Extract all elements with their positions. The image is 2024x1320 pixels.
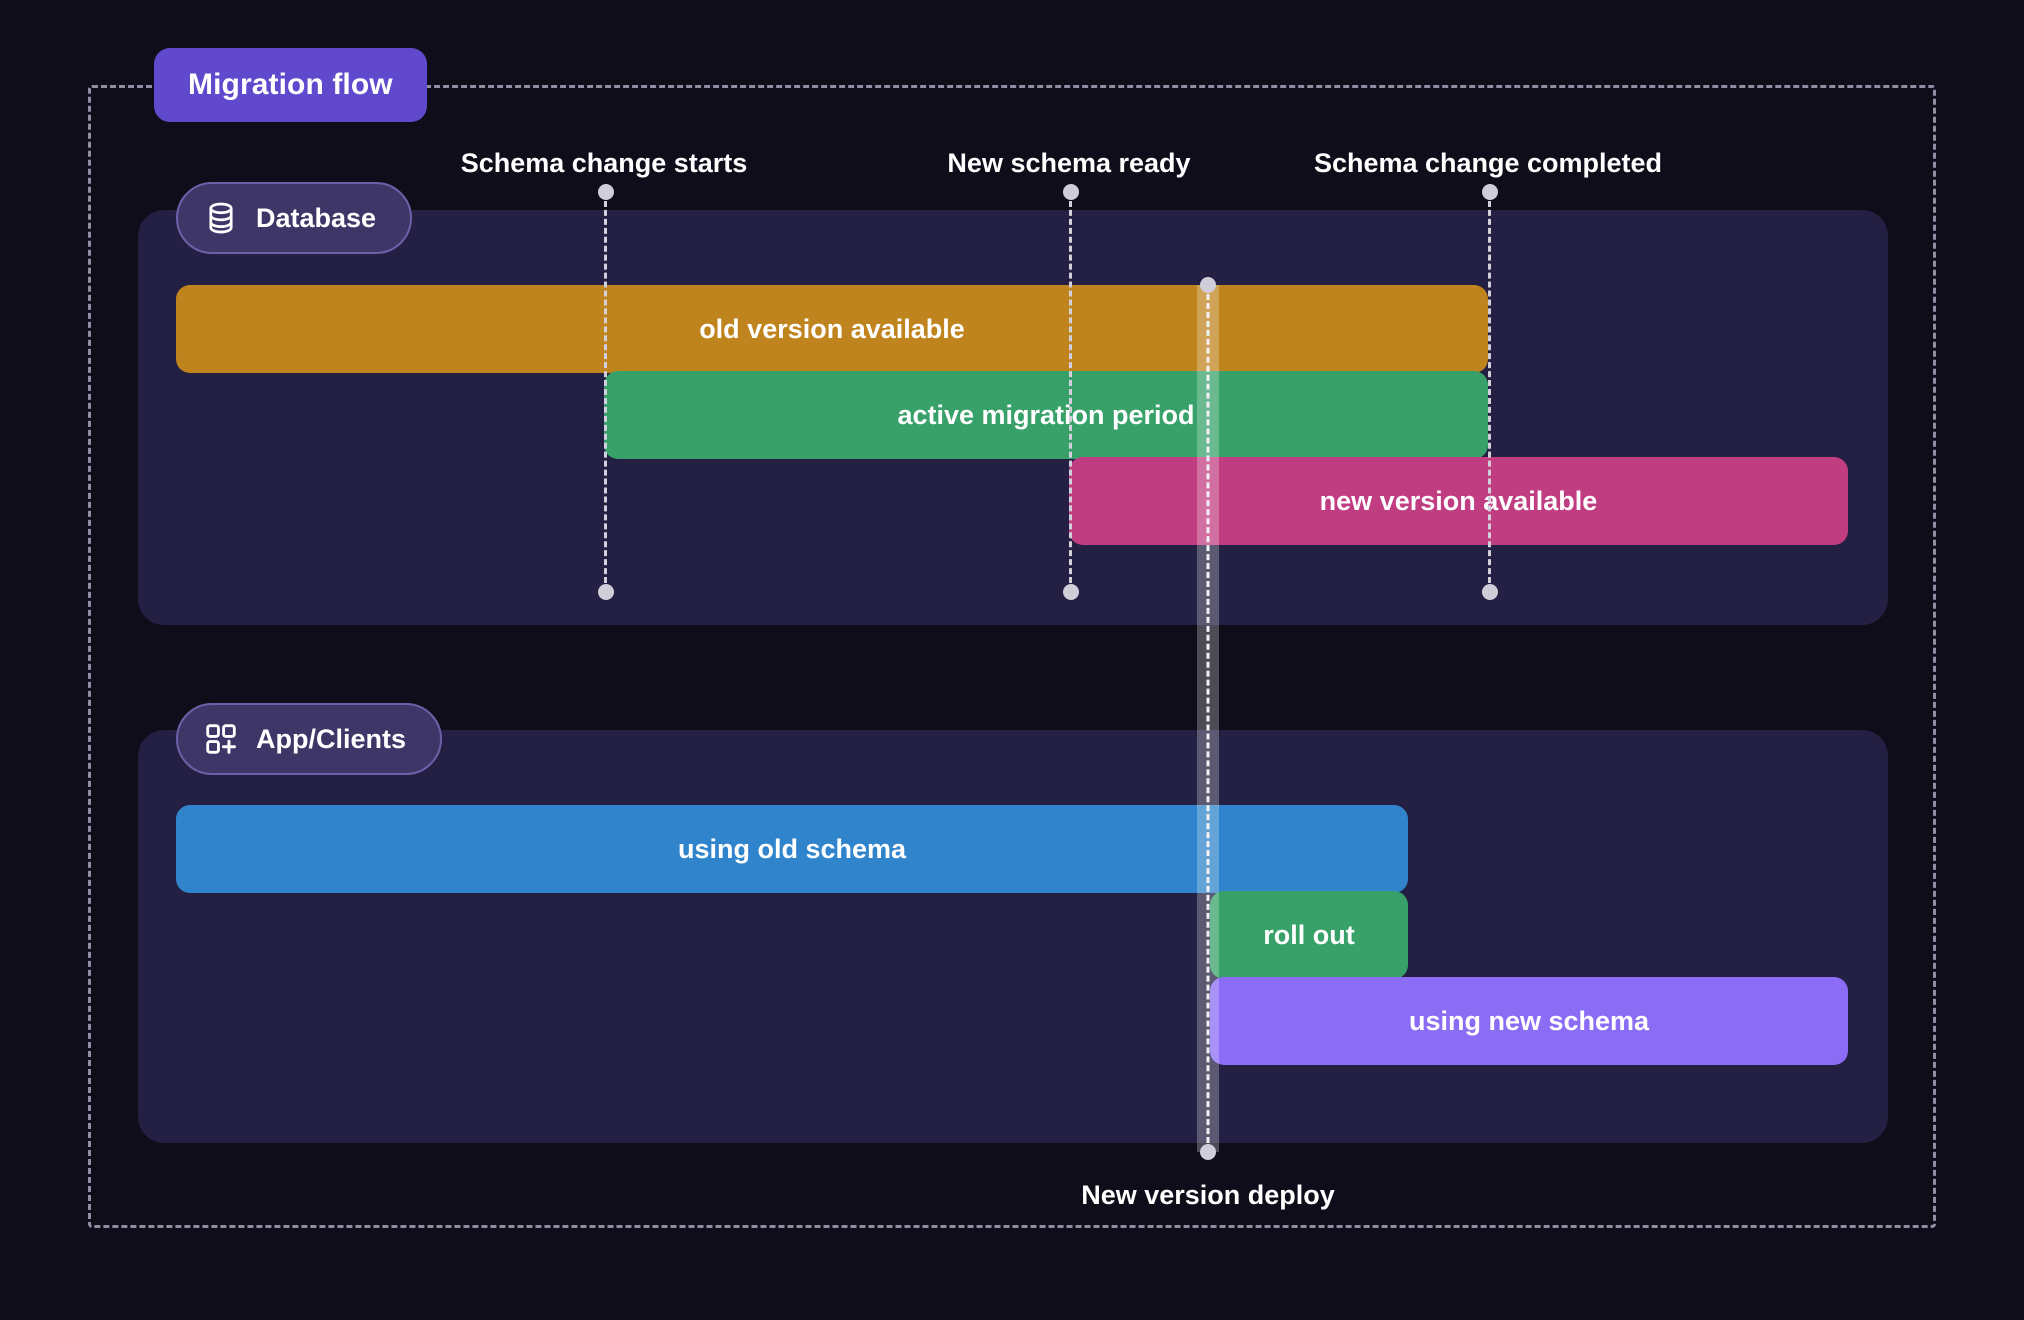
diagram-outer-frame — [88, 85, 1936, 1228]
timeline-bar-label: old version available — [699, 313, 965, 344]
deploy-marker-line — [1206, 285, 1210, 1152]
lane-badge-database: Database — [176, 182, 413, 254]
milestone-line — [1069, 192, 1072, 592]
lane-badge-clients: App/Clients — [176, 703, 443, 775]
timeline-bar: roll out — [1210, 891, 1408, 979]
milestone-line — [604, 192, 607, 592]
lane-panel-clients — [138, 730, 1888, 1143]
milestone-dot — [1481, 584, 1498, 600]
diagram-title-badge: Migration flow — [154, 48, 427, 122]
deploy-marker-label: New version deploy — [1081, 1180, 1335, 1210]
timeline-bar: active migration period — [604, 371, 1488, 459]
milestone-dot — [1481, 184, 1498, 200]
timeline-bar: using old schema — [176, 805, 1408, 893]
lane-badge-database-label: Database — [256, 202, 377, 233]
timeline-bar-label: new version available — [1319, 485, 1598, 516]
timeline-bar: using new schema — [1210, 977, 1848, 1065]
milestone-label: Schema change completed — [1313, 148, 1663, 178]
milestone-dot — [1062, 584, 1079, 600]
timeline-bar-label: using old schema — [677, 833, 907, 864]
timeline-bar-label: roll out — [1263, 919, 1355, 950]
milestone-dot — [597, 584, 614, 600]
lane-badge-clients-label: App/Clients — [256, 723, 407, 754]
diagram-title-text: Migration flow — [188, 68, 393, 101]
timeline-bar: new version available — [1069, 457, 1848, 545]
timeline-bar-label: active migration period — [897, 399, 1195, 430]
milestone-label: Schema change starts — [460, 148, 748, 178]
timeline-bar: old version available — [176, 285, 1488, 373]
milestone-dot — [1062, 184, 1079, 200]
milestone-label: New schema ready — [947, 148, 1191, 178]
milestone-dot — [597, 184, 614, 200]
deploy-marker-dot — [1200, 1144, 1216, 1160]
deploy-marker-dot — [1200, 277, 1216, 293]
timeline-bar-label: using new schema — [1408, 1005, 1650, 1036]
app-grid-plus-icon — [206, 724, 236, 754]
milestone-line — [1488, 192, 1491, 592]
database-icon — [209, 202, 233, 234]
